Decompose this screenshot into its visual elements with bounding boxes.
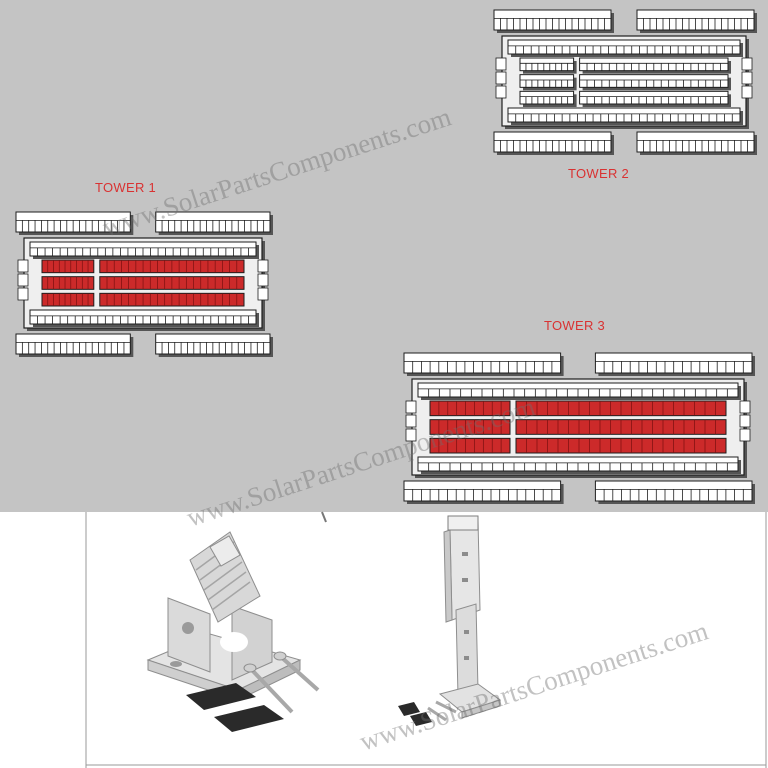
tower-3-left-block <box>405 414 417 428</box>
tower-1-top-left-row <box>15 211 134 235</box>
tower-1-red-row-1-right <box>99 259 245 274</box>
tower-2-top-right-row <box>636 9 757 33</box>
tower-3-bottom-right-row <box>594 480 755 504</box>
tower-3-top-left-row <box>403 352 564 376</box>
tower-2-right-block <box>741 85 753 99</box>
tower-3-left-block <box>405 428 417 442</box>
tilt-leg-upper-side <box>443 529 453 623</box>
tower-3-red-row-2-left-frame <box>429 419 511 435</box>
tower-3-red-row-1-left <box>429 400 511 417</box>
tower-2-label: TOWER 2 <box>568 166 630 181</box>
tower-3-core-bottom-row <box>417 456 741 474</box>
tower-1-layout <box>15 211 273 357</box>
tower-3-red-row-1-right <box>515 400 727 417</box>
bracket-right-wall <box>231 605 273 681</box>
tilt-leg-top-cap <box>447 515 479 531</box>
tower-1-left-block <box>17 259 29 273</box>
tilt-leg-pad-2 <box>410 712 432 726</box>
tilt-leg-holes <box>462 552 469 660</box>
cut-mark <box>321 511 327 523</box>
tilt-leg-screw-1 <box>427 706 447 722</box>
tower-2-bottom-right-row <box>636 131 757 155</box>
tower-1-red-row-3-left <box>41 292 95 307</box>
tower-2-inner-row-2-left <box>519 74 577 91</box>
tower-3-left-block <box>405 400 417 414</box>
tower-3-core-top-row <box>417 382 741 400</box>
tower-1-right-block <box>257 259 269 273</box>
tower-3-red-row-2-right <box>515 419 727 435</box>
tower-3-label: TOWER 3 <box>544 318 606 333</box>
tower-1-right-block <box>257 273 269 287</box>
tower-1-red-row-2-left <box>41 276 95 290</box>
tower-1-label: TOWER 1 <box>95 180 157 195</box>
bracket-base-hole <box>170 661 182 667</box>
tower-2-right-block <box>741 71 753 85</box>
tower-3-red-row-3-right <box>515 437 727 454</box>
tilt-leg-foot-lip <box>461 699 501 719</box>
tower-2-inner-row-3-left-frame <box>519 90 575 105</box>
tower-3-right-block <box>739 414 751 428</box>
tower-3-right-block <box>739 400 751 414</box>
lag-screw-2 <box>273 651 320 692</box>
tower-2-core-top-row <box>507 39 743 57</box>
tower-1-top-right-row <box>155 211 273 235</box>
tilt-leg-lower <box>455 603 479 697</box>
tower-2-top-left-row <box>493 9 614 33</box>
tower-2-right-block <box>741 57 753 71</box>
tower-1-red-row-1-left <box>41 259 95 274</box>
tilt-leg-pad-1 <box>398 702 420 716</box>
tower-2-core-bottom-row <box>507 107 743 125</box>
lag-screw-1 <box>243 663 294 714</box>
tower-2-layout <box>493 9 757 155</box>
tower-1-core-top-row <box>29 241 259 259</box>
tower-1-red-row-2-right <box>99 276 245 290</box>
tower-2-left-block <box>495 71 507 85</box>
tower-1-red-row-3-left-frame <box>41 292 95 307</box>
tower-2-inner-row-2-right <box>579 74 731 91</box>
tower-3-top-right-row <box>594 352 755 376</box>
tower-3-red-row-1-left-frame <box>429 400 511 417</box>
tower-1-core-bottom-row <box>29 309 259 327</box>
tower-1-left-block <box>17 273 29 287</box>
tower-1-right-block <box>257 287 269 301</box>
bracket-center-glow <box>220 632 248 652</box>
tower-2-inner-row-3-left <box>519 90 577 107</box>
tower-1-red-row-1-left-frame <box>41 259 95 274</box>
tower-2-inner-row-1-left-frame <box>519 57 575 72</box>
tower-3-red-row-3-left-frame <box>429 437 511 454</box>
tower-3-right-block <box>739 428 751 442</box>
bracket-left-wall <box>167 597 211 673</box>
tower-3-bottom-left-row <box>403 480 564 504</box>
tilt-leg-image <box>398 515 502 726</box>
tower-3-red-row-2-left <box>429 419 511 435</box>
bracket-ribbed-plate <box>189 531 261 623</box>
tower-1-red-row-3-right <box>99 292 245 307</box>
bracket-clamp-block <box>209 535 241 567</box>
tower-1-red-row-2-left-frame <box>41 276 95 290</box>
tower-2-left-block <box>495 85 507 99</box>
tower-2-inner-row-2-left-frame <box>519 74 575 88</box>
tower-1-left-block <box>17 287 29 301</box>
tilt-leg-screw-2 <box>435 700 457 714</box>
tower-2-inner-row-3-right <box>579 90 731 107</box>
rubber-pad-1 <box>186 683 256 710</box>
lower-background <box>0 512 768 768</box>
tower-1-bottom-right-row <box>155 333 273 357</box>
bracket-bolt-hole <box>182 622 194 634</box>
tower-3-layout <box>403 352 755 504</box>
tower-1-bottom-left-row <box>15 333 134 357</box>
tower-2-bottom-left-row <box>493 131 614 155</box>
tower-2-left-block <box>495 57 507 71</box>
tower-3-red-row-3-left <box>429 437 511 454</box>
tower-2-inner-row-1-right <box>579 57 731 74</box>
rubber-pad-2 <box>214 705 284 732</box>
tilt-mount-bracket-image <box>146 531 320 732</box>
tower-2-inner-row-1-left <box>519 57 577 74</box>
